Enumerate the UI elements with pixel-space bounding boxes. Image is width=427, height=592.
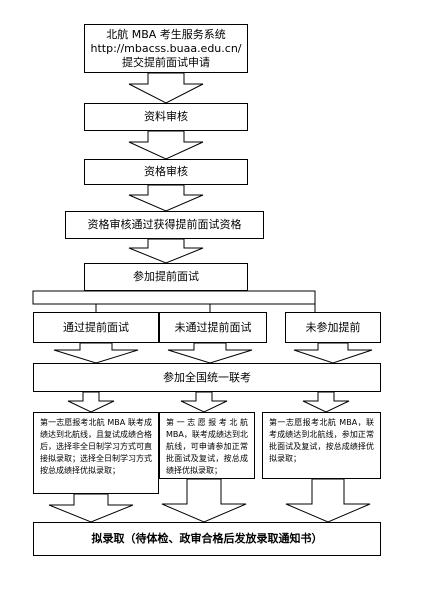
arrow-down (128, 130, 204, 160)
interview-passed-box: 通过提前面试 (33, 312, 159, 343)
arrow-down (302, 391, 350, 413)
arrow-down (48, 493, 134, 523)
review-materials-label: 资料审核 (144, 110, 188, 123)
outcome-absent-text: 第一志愿报考北航 MBA，联考成绩达到北航线，参加正常批面试及复试，按总成绩择优… (269, 418, 374, 463)
arrow-down (128, 238, 204, 264)
arrow-down (67, 391, 115, 413)
review-materials-box: 资料审核 (84, 103, 248, 131)
service-system-name: 北航 MBA 考生服务系统 (106, 27, 226, 41)
review-eligibility-box: 资格审核 (84, 159, 248, 185)
submit-application-label: 提交提前面试申请 (122, 55, 210, 69)
arrow-down (161, 478, 247, 523)
outcome-passed-text: 第一志愿报考北航 MBA 联考成绩达到北航线，且复试成绩合格后，选择非全日制学习… (40, 418, 152, 475)
interview-failed-label: 未通过提前面试 (174, 320, 252, 334)
submit-application-box: 北航 MBA 考生服务系统 http://mbacss.buaa.edu.cn/… (84, 24, 248, 73)
arrow-down (180, 391, 228, 413)
outcome-absent-box: 第一志愿报考北航 MBA，联考成绩达到北航线，参加正常批面试及复试，按总成绩择优… (262, 412, 381, 479)
attend-interview-box: 参加提前面试 (84, 263, 248, 291)
interview-absent-box: 未参加提前 (285, 312, 381, 343)
outcome-failed-text: 第一志愿报考北航 MBA，联考成绩达到北航线，可申请参加正常批面试及复试，按总成… (166, 418, 248, 475)
eligibility-passed-label: 资格审核通过获得提前面试资格 (87, 218, 242, 231)
interview-failed-box: 未通过提前面试 (159, 312, 267, 343)
national-exam-label: 参加全国统一联考 (163, 370, 251, 384)
arrow-down (128, 72, 204, 104)
arrow-down (293, 342, 373, 364)
outcome-passed-box: 第一志愿报考北航 MBA 联考成绩达到北航线，且复试成绩合格后，选择非全日制学习… (33, 412, 159, 494)
final-admission-label: 拟录取（待体检、政审合格后发放录取通知书） (91, 532, 323, 545)
interview-passed-label: 通过提前面试 (63, 320, 129, 334)
attend-interview-label: 参加提前面试 (133, 270, 199, 283)
review-eligibility-label: 资格审核 (144, 165, 188, 178)
arrow-down (285, 478, 371, 523)
final-admission-box: 拟录取（待体检、政审合格后发放录取通知书） (33, 522, 381, 556)
interview-absent-label: 未参加提前 (305, 320, 361, 334)
outcome-failed-box: 第一志愿报考北航 MBA，联考成绩达到北航线，可申请参加正常批面试及复试，按总成… (159, 412, 255, 479)
arrow-down (167, 342, 253, 364)
arrow-down (53, 342, 139, 364)
arrow-down (128, 184, 204, 212)
service-system-url: http://mbacss.buaa.edu.cn/ (90, 41, 242, 55)
national-exam-box: 参加全国统一联考 (33, 363, 381, 392)
branch-arrow (32, 290, 316, 305)
eligibility-passed-box: 资格审核通过获得提前面试资格 (65, 211, 264, 239)
